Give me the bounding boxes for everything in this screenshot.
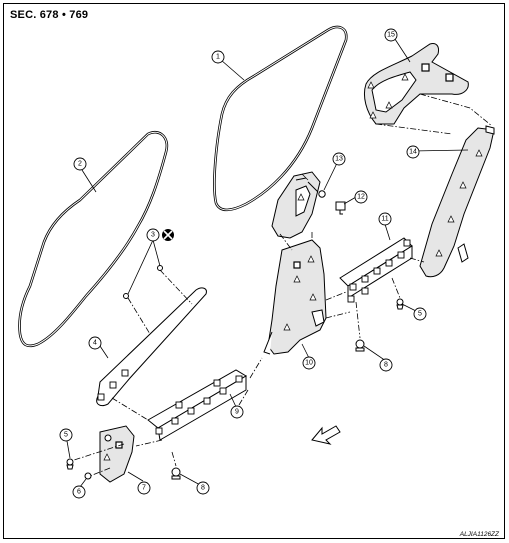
front-direction-arrow-icon <box>311 425 341 445</box>
callout-8b: 8 <box>379 358 393 372</box>
svg-text:14: 14 <box>409 149 417 156</box>
svg-text:5: 5 <box>64 432 68 439</box>
diagram-frame <box>3 3 505 539</box>
svg-text:11: 11 <box>381 216 388 223</box>
svg-text:8: 8 <box>201 485 205 492</box>
svg-text:7: 7 <box>142 485 146 492</box>
svg-text:12: 12 <box>357 194 365 201</box>
callout-12: 12 <box>354 190 368 204</box>
svg-text:5: 5 <box>418 311 422 318</box>
assembly-lines <box>73 93 493 477</box>
callout-7: 7 <box>137 481 151 495</box>
svg-text:9: 9 <box>235 409 239 416</box>
callout-14: 14 <box>406 145 420 159</box>
part-center-pillar-upper-finisher <box>271 171 326 239</box>
section-label: SEC. 678 • 769 <box>10 9 89 21</box>
svg-text:4: 4 <box>93 340 97 347</box>
callout-13: 13 <box>332 152 346 166</box>
part-rear-kicking-plate <box>339 237 413 303</box>
part-front-kick-panel <box>99 425 135 483</box>
callout-5b: 5 <box>413 307 427 321</box>
svg-text:6: 6 <box>77 489 81 496</box>
callout-3: 3 <box>146 228 160 242</box>
svg-text:1: 1 <box>216 54 220 61</box>
callout-10: 10 <box>302 356 316 370</box>
svg-text:3: 3 <box>151 232 155 239</box>
callout-9: 9 <box>230 405 244 419</box>
clip-square-icon <box>421 63 430 72</box>
callout-8a: 8 <box>196 481 210 495</box>
clip-square-icon <box>445 73 454 82</box>
callouts: 1 2 3 4 5 5 6 7 8 8 9 10 11 12 13 14 15 <box>59 28 427 499</box>
svg-text:8: 8 <box>384 362 388 369</box>
callout-5a: 5 <box>59 428 73 442</box>
callout-1: 1 <box>211 50 225 64</box>
part-center-pillar-lower-finisher <box>263 239 327 355</box>
svg-text:10: 10 <box>305 360 313 367</box>
callout-6: 6 <box>72 485 86 499</box>
part-front-door-weatherstrip <box>213 25 348 212</box>
svg-text:15: 15 <box>387 32 395 39</box>
part-rear-pillar-lower-finisher <box>419 125 495 278</box>
svg-text:13: 13 <box>335 156 343 163</box>
callout-4: 4 <box>88 336 102 350</box>
fasteners <box>66 265 404 480</box>
part-dash-side-finisher <box>96 287 207 407</box>
drawing-code: ALJIA1126ZZ <box>459 531 499 538</box>
callout-2: 2 <box>73 157 87 171</box>
part-rear-pillar-upper-finisher <box>363 43 469 125</box>
part-clip-12 <box>335 201 346 215</box>
svg-text:2: 2 <box>78 161 82 168</box>
part-front-kicking-plate <box>147 369 247 441</box>
callout-15: 15 <box>384 28 398 42</box>
do-not-reuse-icon <box>162 229 174 241</box>
callout-11: 11 <box>378 212 392 226</box>
part-rear-door-weatherstrip <box>18 131 169 348</box>
